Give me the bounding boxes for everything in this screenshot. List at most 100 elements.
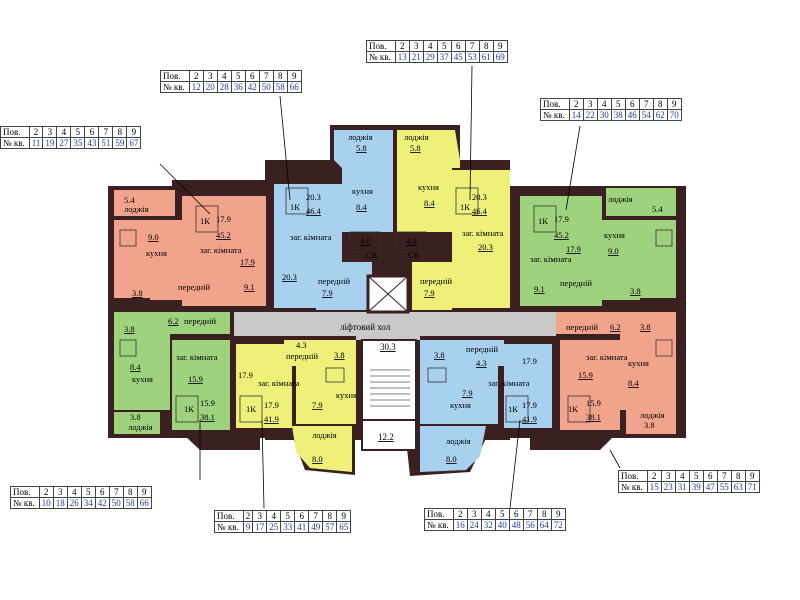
svg-text:лоджія: лоджія (404, 132, 429, 142)
svg-text:лоджія: лоджія (128, 422, 153, 432)
svg-text:4.3: 4.3 (476, 358, 487, 368)
svg-text:1К: 1К (538, 216, 548, 226)
svg-text:5.4: 5.4 (652, 204, 663, 214)
svg-text:20.3: 20.3 (306, 192, 321, 202)
apt9-hall (284, 340, 356, 366)
svg-text:СВ: СВ (408, 250, 420, 260)
apt16-hall (420, 340, 504, 366)
svg-text:12.2: 12.2 (378, 432, 394, 442)
svg-text:кухня: кухня (132, 374, 153, 384)
svg-text:кухня: кухня (336, 390, 357, 400)
apartment-11 (114, 190, 266, 306)
floor-header: Пов. (366, 40, 396, 52)
svg-text:17.9: 17.9 (264, 400, 279, 410)
svg-text:кухня: кухня (450, 400, 471, 410)
apt12-hall (316, 262, 372, 310)
apt-number-header: № кв. (160, 81, 190, 93)
svg-text:передній: передній (420, 276, 452, 286)
svg-text:3.8: 3.8 (130, 412, 141, 422)
svg-text:6.2: 6.2 (610, 322, 621, 332)
svg-text:3.8: 3.8 (644, 420, 655, 430)
svg-text:15.9: 15.9 (200, 398, 215, 408)
svg-text:передній: передній (178, 282, 210, 292)
svg-text:1К: 1К (508, 404, 518, 414)
apt11-hall (150, 270, 230, 300)
svg-text:кухня: кухня (604, 230, 625, 240)
svg-text:7.9: 7.9 (312, 400, 323, 410)
svg-text:3.8: 3.8 (132, 288, 143, 298)
svg-text:передній: передній (286, 351, 318, 361)
floor-header: Пов. (214, 510, 244, 522)
svg-text:7.9: 7.9 (424, 288, 435, 298)
svg-text:заг. кімната: заг. кімната (176, 352, 218, 362)
apt-number-header: № кв. (0, 137, 30, 149)
svg-text:46.4: 46.4 (472, 206, 488, 216)
floor-header: Пов. (618, 470, 648, 482)
svg-text:17.9: 17.9 (554, 214, 569, 224)
staircase (361, 339, 417, 421)
svg-text:1К: 1К (460, 202, 470, 212)
apt10-kitchen (114, 334, 170, 410)
apt10-loggia (114, 412, 160, 434)
svg-text:38.1: 38.1 (200, 412, 215, 422)
svg-text:передній: передній (566, 322, 598, 332)
svg-text:ліфтовий хол: ліфтовий хол (340, 322, 391, 332)
svg-text:1К: 1К (290, 202, 300, 212)
apt12-loggia (334, 130, 393, 168)
svg-text:41.9: 41.9 (264, 414, 279, 424)
apt15-kitchen (620, 334, 676, 410)
apartment-16 (420, 340, 552, 472)
svg-text:3.8: 3.8 (124, 324, 135, 334)
labels-apt11: 5.4 лоджія 9.0 кухня 1К 17.9 45.2 заг. к… (124, 195, 255, 298)
apt13-kitchen (397, 168, 452, 232)
svg-text:заг. кімната: заг. кімната (586, 352, 628, 362)
apt-number-header: № кв. (618, 481, 648, 493)
labels-apt13: лоджія 5.8 кухня 8.4 1К 20.3 46.4 заг. к… (404, 132, 504, 298)
svg-text:8.4: 8.4 (424, 198, 435, 208)
svg-text:кухня: кухня (628, 358, 649, 368)
apt14-hall (550, 270, 640, 300)
leader-lines (159, 65, 621, 509)
svg-text:заг. кімната: заг. кімната (530, 254, 572, 264)
apt15-loggia (626, 406, 676, 434)
svg-text:20.3: 20.3 (472, 192, 487, 202)
svg-text:заг. кімната: заг. кімната (200, 245, 242, 255)
apt9-loggia (292, 426, 352, 472)
apt-number-header: № кв. (424, 519, 454, 531)
svg-text:3.8: 3.8 (434, 350, 445, 360)
svg-text:кухня: кухня (352, 186, 373, 196)
floor-header: Пов. (540, 98, 570, 110)
floor-header: Пов. (10, 486, 40, 498)
apt14-loggia (606, 188, 676, 216)
svg-text:45.2: 45.2 (554, 230, 569, 240)
svg-text:лоджія: лоджія (640, 410, 665, 420)
floor-header: Пов. (160, 70, 190, 82)
svg-text:заг. кімната: заг. кімната (462, 228, 504, 238)
svg-text:9.1: 9.1 (534, 284, 545, 294)
apt9-kitchen (296, 366, 356, 424)
svg-text:8.4: 8.4 (356, 202, 367, 212)
svg-text:6.2: 6.2 (168, 316, 179, 326)
svg-text:8.0: 8.0 (312, 454, 323, 464)
apt16-loggia (420, 426, 486, 472)
svg-text:15.9: 15.9 (586, 398, 601, 408)
svg-text:4.0: 4.0 (406, 236, 417, 246)
svg-text:15.9: 15.9 (578, 370, 593, 380)
svg-text:9.1: 9.1 (244, 282, 255, 292)
apt13-loggia (397, 130, 460, 168)
corridor (234, 312, 556, 340)
svg-text:45.2: 45.2 (216, 230, 231, 240)
svg-text:30.3: 30.3 (380, 342, 396, 352)
svg-text:3.8: 3.8 (334, 350, 345, 360)
svg-text:передній: передній (560, 278, 592, 288)
svg-text:лоджія: лоджія (124, 204, 149, 214)
apt10-hall (114, 312, 230, 334)
floor-header: Пов. (424, 508, 454, 520)
svg-text:17.9: 17.9 (238, 370, 253, 380)
apt12-kitchen (342, 168, 393, 232)
svg-text:5.4: 5.4 (124, 195, 135, 205)
apt15-hall (556, 312, 676, 334)
labels-common: ліфтовий хол 30.3 12.2 (340, 322, 396, 442)
